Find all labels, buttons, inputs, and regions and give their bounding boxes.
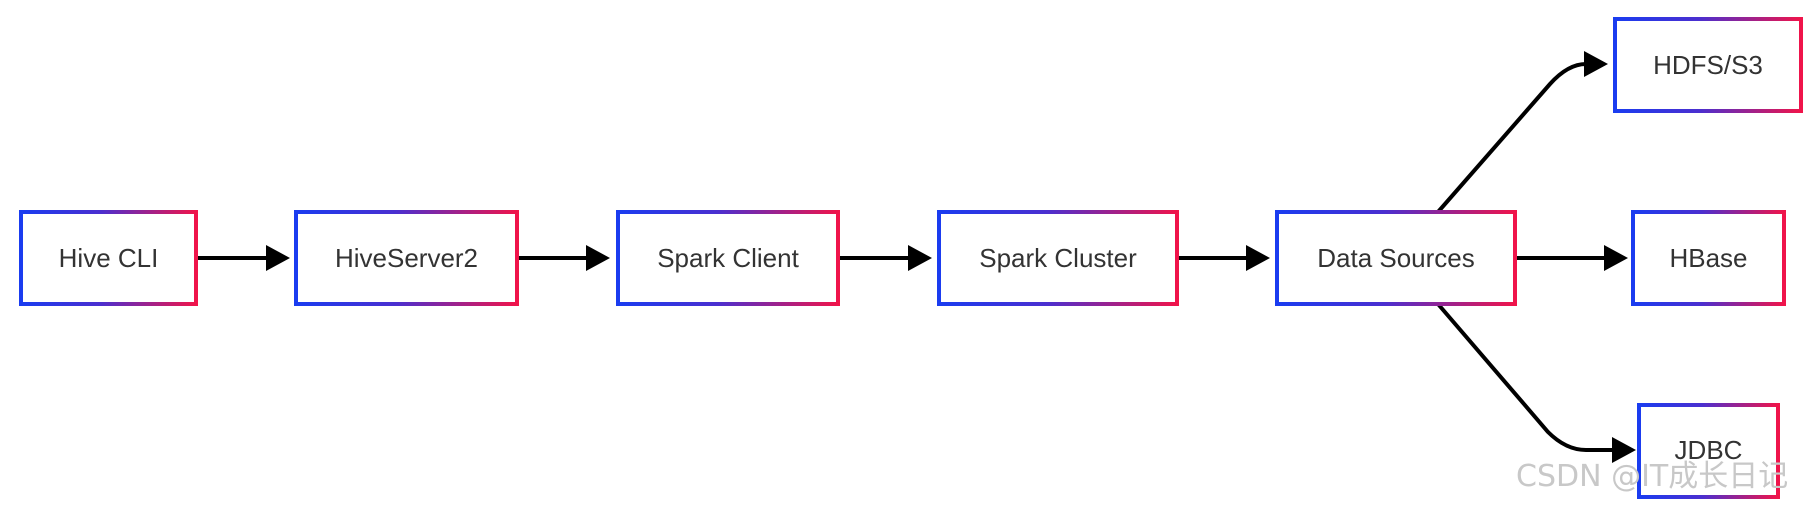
watermark-text: CSDN @IT成长日记 <box>1516 459 1788 494</box>
node-jdbc-label: JDBC <box>1675 435 1743 465</box>
node-hdfs-s3[interactable]: HDFS/S3 <box>1613 17 1803 113</box>
node-spark-cluster[interactable]: Spark Cluster <box>937 210 1179 306</box>
node-jdbc[interactable]: JDBC <box>1637 403 1780 499</box>
node-hive-cli-label: Hive CLI <box>59 243 159 273</box>
node-hbase[interactable]: HBase <box>1631 210 1786 306</box>
node-hiveserver2-label: HiveServer2 <box>335 243 478 273</box>
edge-spark-cluster-to-data-sources <box>1178 245 1270 271</box>
node-spark-cluster-label: Spark Cluster <box>979 243 1137 273</box>
node-data-sources[interactable]: Data Sources <box>1275 210 1517 306</box>
nodes: Hive CLI HiveServer2 Spark Client Spark … <box>19 17 1803 499</box>
node-data-sources-label: Data Sources <box>1317 243 1475 273</box>
node-spark-client-label: Spark Client <box>657 243 799 273</box>
node-hbase-label: HBase <box>1669 243 1747 273</box>
edge-data-sources-to-hbase <box>1516 245 1628 271</box>
edge-hiveserver2-to-spark-client <box>518 245 610 271</box>
node-hiveserver2[interactable]: HiveServer2 <box>294 210 519 306</box>
edge-data-sources-to-hdfs-s3 <box>1436 51 1608 214</box>
node-hive-cli[interactable]: Hive CLI <box>19 210 198 306</box>
edges <box>198 51 1636 463</box>
node-hdfs-s3-label: HDFS/S3 <box>1653 50 1763 80</box>
edge-hive-cli-to-hiveserver2 <box>198 245 290 271</box>
edge-data-sources-to-jdbc <box>1436 302 1636 463</box>
node-spark-client[interactable]: Spark Client <box>616 210 840 306</box>
edge-spark-client-to-spark-cluster <box>839 245 932 271</box>
